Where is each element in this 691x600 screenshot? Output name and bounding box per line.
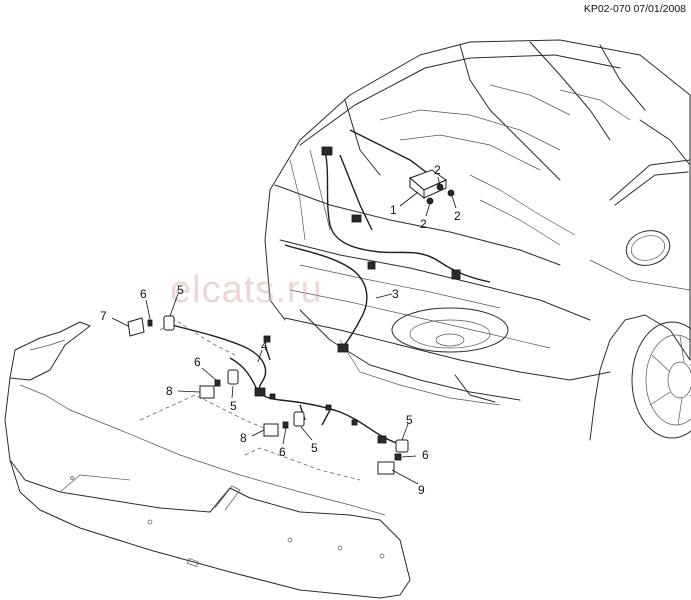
sensor-retainers xyxy=(147,319,402,461)
callout-labels: 1 2 2 2 3 4 5 5 5 5 6 6 6 6 7 8 8 9 xyxy=(100,163,461,497)
callout-2b: 2 xyxy=(454,209,461,223)
watermark: elcats.ru xyxy=(170,269,323,311)
body-wiring-harness xyxy=(284,129,491,353)
callout-8b: 8 xyxy=(240,431,247,445)
sensor-brackets xyxy=(127,317,395,475)
callout-1: 1 xyxy=(390,203,397,217)
callout-7: 7 xyxy=(100,309,107,323)
callout-5d: 5 xyxy=(406,413,413,427)
mounting-guide-lines xyxy=(139,319,361,481)
callout-2c: 2 xyxy=(420,217,427,231)
callout-5a: 5 xyxy=(177,283,184,297)
vehicle-rear-body xyxy=(264,39,691,441)
diagram-reference-code: KP02-070 07/01/2008 xyxy=(584,3,686,15)
callout-6b: 6 xyxy=(194,355,201,369)
callout-6a: 6 xyxy=(140,287,147,301)
callout-3: 3 xyxy=(392,287,399,301)
callout-5c: 5 xyxy=(311,441,318,455)
callout-8a: 8 xyxy=(166,384,173,398)
callout-9: 9 xyxy=(418,483,425,497)
callout-5b: 5 xyxy=(230,399,237,413)
callout-6c: 6 xyxy=(279,445,286,459)
callout-2a: 2 xyxy=(434,163,441,177)
callout-leaders xyxy=(111,176,457,485)
parking-sensors xyxy=(163,315,409,453)
callout-6d: 6 xyxy=(422,448,429,462)
callout-4: 4 xyxy=(261,339,268,353)
rear-bumper-fascia xyxy=(4,321,411,599)
